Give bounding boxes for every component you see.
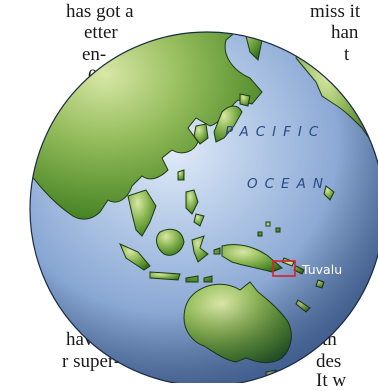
tuvalu-label: Tuvalu <box>301 262 342 277</box>
tuvalu-highlight-box <box>272 260 296 277</box>
globe-outline <box>29 31 378 383</box>
ocean-label-line2: OCEAN <box>247 176 330 192</box>
globe-map: PACIFIC OCEAN Tuvalu <box>29 31 378 383</box>
text-fragment-right-3: t <box>344 44 350 65</box>
text-fragment-left-8: r super- <box>62 351 121 372</box>
ocean-label-line1: PACIFIC <box>225 124 325 140</box>
text-fragment-right-5: des <box>316 351 342 372</box>
text-fragment-left-2: etter <box>84 22 118 43</box>
globe-shading <box>30 32 378 383</box>
text-fragment-right-1: miss it <box>310 1 361 22</box>
text-fragment-left-3: en- <box>82 44 107 65</box>
text-fragment-left-1: has got a <box>66 1 134 22</box>
text-fragment-right-2: han <box>331 22 359 43</box>
